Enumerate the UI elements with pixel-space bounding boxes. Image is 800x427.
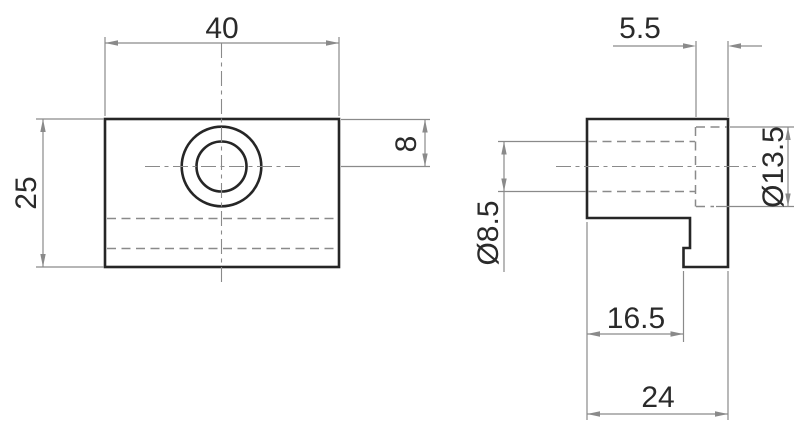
arrowhead-bottom <box>40 254 46 267</box>
arrowhead-bottom <box>422 153 428 167</box>
arrowhead-left <box>587 411 600 417</box>
side-view <box>556 117 756 269</box>
arrowhead-right <box>715 411 728 417</box>
height-dimension-label: 25 <box>10 176 43 209</box>
depth-label: 24 <box>641 381 674 414</box>
counterbore-depth-label: 5.5 <box>619 12 661 45</box>
arrowhead-top <box>40 119 46 132</box>
hole-offset-dimension-label: 8 <box>390 136 423 153</box>
arrowhead-top <box>785 127 791 140</box>
hole-offset-dimension: 8 <box>341 118 430 168</box>
counterbore-depth-dimension: 5.5 <box>613 12 762 117</box>
arrowhead-left <box>683 43 696 49</box>
arrowhead-bottom <box>785 193 791 207</box>
arrowhead-bottom <box>501 178 507 192</box>
side-view-outline <box>585 117 730 269</box>
hole-diameter-dimension: Ø8.5 <box>472 140 586 272</box>
counterbore-diameter-label: Ø13.5 <box>757 126 790 208</box>
arrowhead-right <box>670 331 684 337</box>
arrowhead-top <box>501 141 507 155</box>
width-dimension-label: 40 <box>205 12 238 45</box>
height-dimension: 25 <box>10 118 104 268</box>
arrowhead-right <box>728 43 741 49</box>
step-length-label: 16.5 <box>607 302 665 335</box>
arrowhead-right <box>326 40 339 46</box>
width-dimension: 40 <box>104 12 340 116</box>
arrowhead-top <box>422 119 428 133</box>
arrowhead-left <box>587 331 600 337</box>
arrowhead-left <box>105 40 118 46</box>
step-length-dimension: 16.5 <box>586 222 685 420</box>
depth-dimension: 24 <box>587 271 729 420</box>
front-view <box>103 43 341 283</box>
counterbore-diameter-dimension: Ø13.5 <box>716 126 794 208</box>
hole-diameter-label: Ø8.5 <box>472 200 505 265</box>
